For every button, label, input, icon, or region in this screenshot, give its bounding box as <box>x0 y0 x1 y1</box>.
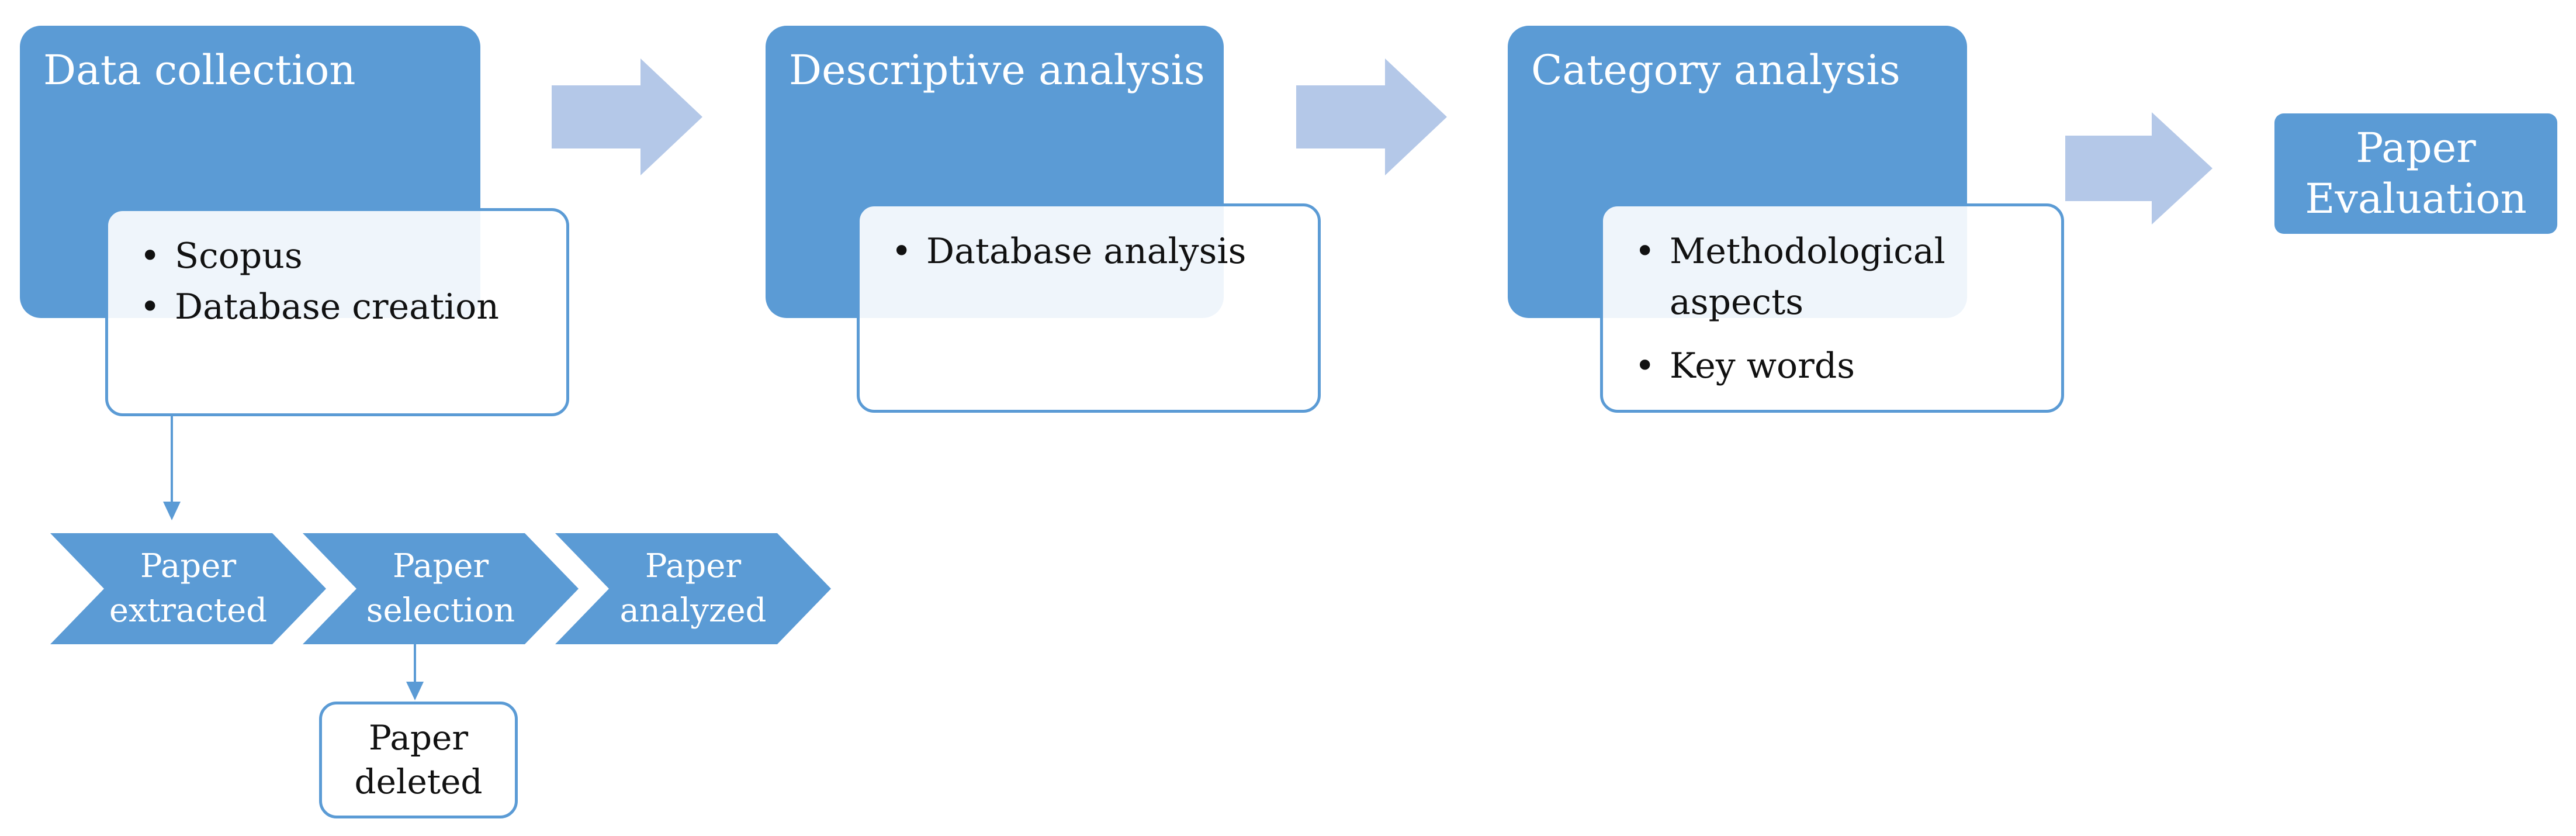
final-line-2: Evaluation <box>2305 175 2527 223</box>
deleted-line-1: Paper <box>368 717 469 758</box>
step-title: Category analysis <box>1531 46 1900 94</box>
list-item: Database creation <box>131 282 543 333</box>
flow-arrow-3 <box>2065 112 2213 224</box>
bullet-list: Methodological aspects Key words <box>1626 226 2038 392</box>
list-item: Methodological aspects <box>1626 226 2038 328</box>
chevron-line-2: extracted <box>109 592 268 630</box>
connector-to-deleted <box>406 644 424 700</box>
chevron-paper-analyzed: Paper analyzed <box>555 533 831 644</box>
step-title: Data collection <box>43 46 356 94</box>
final-line-1: Paper <box>2356 123 2476 172</box>
chevron-line-1: Paper <box>645 547 742 586</box>
chevron-paper-selection: Paper selection <box>303 533 579 644</box>
flow-arrow-2 <box>1296 58 1447 175</box>
step-title: Descriptive analysis <box>789 46 1205 94</box>
step-descriptive-analysis-details: Database analysis <box>857 203 1321 413</box>
step-category-analysis-details: Methodological aspects Key words <box>1600 203 2064 413</box>
bullet-list: Scopus Database creation <box>131 231 543 333</box>
chevron-line-2: analyzed <box>619 592 767 630</box>
list-item: Database analysis <box>883 226 1294 277</box>
paper-evaluation-box: Paper Evaluation <box>2274 113 2557 234</box>
chevron-line-1: Paper <box>140 547 237 586</box>
connector-to-chevrons <box>163 415 181 520</box>
chevron-paper-extracted: Paper extracted <box>50 533 326 644</box>
chevron-line-1: Paper <box>392 547 489 586</box>
list-item: Scopus <box>131 231 543 282</box>
paper-deleted-box: Paper deleted <box>319 702 518 818</box>
chevron-line-2: selection <box>366 592 515 630</box>
step-data-collection-details: Scopus Database creation <box>105 208 569 416</box>
list-item: Key words <box>1626 341 2038 392</box>
bullet-list: Database analysis <box>883 226 1294 277</box>
flow-arrow-1 <box>552 58 702 175</box>
deleted-line-2: deleted <box>354 762 483 802</box>
